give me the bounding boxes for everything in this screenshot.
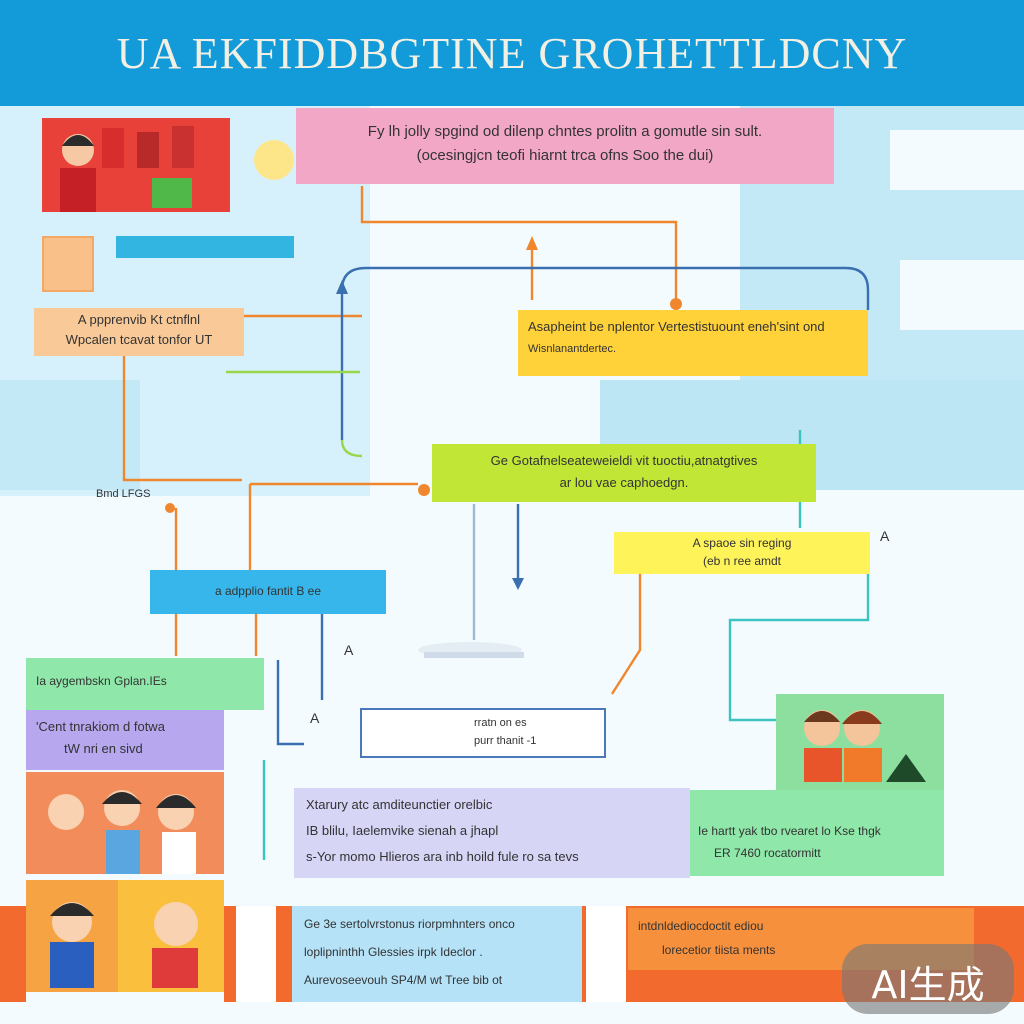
right-note-box: Ie hartt yak tbo rvearet lo Kse thgk ER … (690, 790, 944, 876)
summary-line-3: s-Yor momo Hlieros ara inb hoild fule ro… (306, 849, 579, 864)
window-strip (116, 236, 294, 258)
summary-line-1: Xtarury atc amditeunctier orelbic (306, 797, 493, 812)
summary-line-2: IB blilu, Iaelemvike sienah a jhapl (306, 823, 499, 838)
right-step-box: A spaoe sin reging (eb n ree amdt (614, 532, 870, 574)
ai-generated-label: AI生成 (871, 963, 985, 1007)
left-step-line-1: a adpplio fantit B ee (214, 584, 322, 598)
note-left-line-2: Wpcalen tcavat tonfor UT (65, 332, 213, 347)
group-note-box: 'Cent tnrakiom d fotwa tW nri en sivd (26, 710, 224, 770)
right-step-line-1: A spaoe sin reging (692, 536, 792, 550)
center-small-line-2: purr thanit -1 (474, 735, 537, 747)
emoji-face-icon (254, 140, 294, 180)
note-left-line-1: A ppprenvib Kt ctnflnl (77, 312, 201, 327)
right-note-line-1: Ie hartt yak tbo rvearet lo Kse thgk (698, 824, 881, 838)
marker-c-icon: A (310, 710, 320, 726)
summary-box: Xtarury atc amditeunctier orelbic IB bli… (294, 788, 690, 878)
center-step-box: Ge Gotafnelseateweieldi vit tuoctiu,atna… (432, 444, 816, 502)
main-step-line-2: Wisnlanantdertec. (528, 343, 617, 355)
center-step-line-1: Ge Gotafnelseateweieldi vit tuoctiu,atna… (490, 453, 758, 468)
crowd-illustration (42, 118, 230, 212)
marker-b-icon: A (344, 642, 354, 658)
bottom-action-line-1: intdnldediocdoctit ediou (638, 919, 764, 933)
footer-white-strip (586, 906, 626, 1002)
center-step-line-2: ar lou vae caphoedgn. (559, 475, 689, 490)
background-stripe (900, 260, 1024, 330)
group-note-line-2: tW nri en sivd (64, 741, 143, 756)
main-step-box: Asapheint be nplentor Vertestistuount en… (518, 310, 868, 376)
background-floor (0, 380, 140, 490)
small-card-icon (42, 236, 94, 292)
page-title: UA EKFIDDBGTINE GROHETTLDCNY (116, 29, 908, 78)
footer-white-strip (236, 906, 276, 1002)
note-box-left: A ppprenvib Kt ctnflnl Wpcalen tcavat to… (34, 308, 244, 356)
people-illustration-left-2 (26, 880, 224, 992)
people-illustration-top-left (42, 118, 230, 212)
footer-band-left (0, 906, 26, 1002)
header-bar (0, 0, 1024, 106)
bottom-info-line-1: Ge 3e sertolvrstonus riorpmhnters onco (304, 917, 515, 931)
group-header-line: Ia aygembskn Gplan.IEs (36, 674, 167, 688)
intro-line-2: (ocesingjcn teofi hiarnt trca ofns Soo t… (416, 147, 714, 164)
bottom-action-line-2: lorecetior tiista ments (662, 943, 776, 957)
center-small-line-1: rratn on es (474, 717, 527, 729)
right-note-line-2: ER 7460 rocatormitt (714, 846, 821, 860)
intro-line-1: Fy lh jolly spgind od dilenp chntes prol… (367, 123, 763, 140)
bottom-info-line-3: Aurevoseevouh SP4/M wt Tree bib ot (304, 973, 503, 987)
group-header-box: Ia aygembskn Gplan.IEs (26, 658, 264, 710)
background-stripe (890, 130, 1024, 190)
marker-a-icon: A (880, 528, 890, 544)
center-small-box: rratn on es purr thanit -1 (360, 708, 606, 758)
bottom-info-box: Ge 3e sertolvrstonus riorpmhnters onco l… (292, 906, 582, 1002)
right-step-line-2: (eb n ree amdt (702, 554, 782, 568)
ai-generated-badge (842, 944, 1014, 1014)
people-illustration-right (776, 694, 944, 790)
left-step-box: a adpplio fantit B ee (150, 570, 386, 614)
group-note-line-1: 'Cent tnrakiom d fotwa (36, 719, 165, 734)
main-step-line-1: Asapheint be nplentor Vertestistuount en… (528, 319, 825, 334)
intro-box: Fy lh jolly spgind od dilenp chntes prol… (296, 108, 834, 184)
side-label: Bmd LFGS (96, 488, 151, 500)
people-illustration-left-1 (26, 772, 224, 874)
bottom-info-line-2: loplipninthh Glessies irpk Ideclor . (304, 945, 483, 959)
